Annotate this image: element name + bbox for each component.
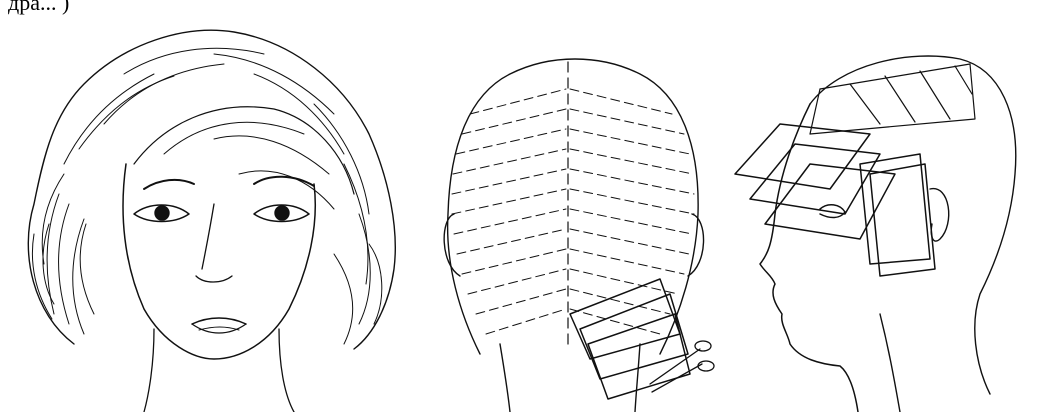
front-portrait-panel bbox=[14, 14, 414, 412]
side-cutting-panel bbox=[720, 14, 1045, 412]
head-side-cutting-icon bbox=[720, 14, 1045, 412]
head-outline bbox=[810, 56, 1016, 394]
cropped-caption: дра... ) bbox=[8, 0, 69, 15]
face-outline bbox=[123, 164, 315, 359]
back-sectioning-panel bbox=[440, 14, 715, 412]
hair-outline bbox=[28, 30, 395, 349]
head-back-sectioning-icon bbox=[440, 14, 715, 412]
woman-face-front-icon bbox=[14, 14, 414, 412]
scissors-icon bbox=[650, 341, 714, 392]
